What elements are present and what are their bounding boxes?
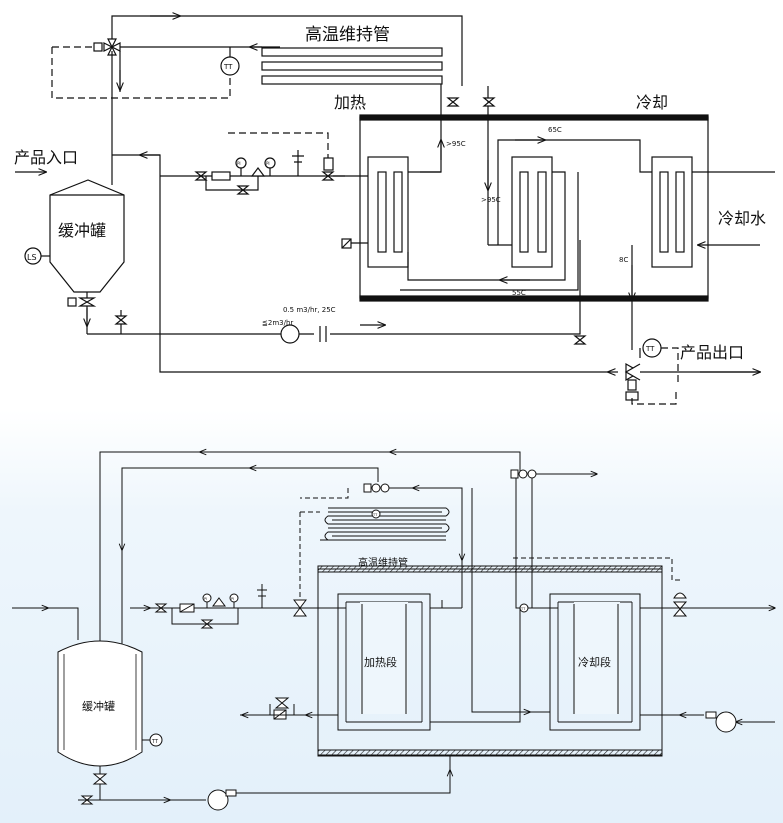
hold-to-heater-line [420, 84, 442, 173]
regen-line-2 [400, 172, 579, 291]
flow-nominal-label: 0.5 m3/hr, 25C [283, 306, 336, 314]
temp-label: >95C [481, 196, 501, 204]
valve-icon [114, 315, 128, 325]
tt-text: TT [223, 63, 233, 71]
divert-valve-hold [363, 483, 390, 493]
signal-line [228, 132, 329, 160]
buffer-tank-bottom [57, 640, 143, 767]
divert-valve-top [93, 38, 121, 56]
heating-section [337, 593, 431, 731]
pump-discharge-line [236, 755, 451, 794]
cooling-plate-pack [651, 156, 693, 268]
tt-text-bottom: TT [520, 607, 526, 611]
pi-text: PI [266, 161, 270, 166]
top-return-line [111, 15, 463, 86]
cooling-label: 冷却 [636, 93, 668, 112]
level-switch-text: LS [27, 253, 37, 262]
temp-label: 8C [619, 256, 628, 264]
return-loop-outer [99, 451, 521, 648]
pi-text-bottom: PI [204, 597, 207, 601]
tt-text-bottom: TT [151, 739, 159, 745]
shell-bottom-wall [359, 295, 709, 302]
cooling-section [549, 593, 641, 731]
tt-text-bottom: TT [372, 513, 378, 517]
product-return-line [112, 154, 608, 373]
hold-tube-bottom [324, 507, 450, 541]
temp-label: >95C [446, 140, 466, 148]
signal-line [631, 390, 677, 405]
hold-tube-label-bottom: 高温维持管 [358, 556, 408, 569]
tank-bottom-valve [67, 297, 97, 307]
heating-label: 加热 [334, 93, 366, 112]
signal-line [513, 557, 680, 581]
bypass-line [205, 176, 259, 191]
pump-icon [280, 324, 300, 344]
valve-icon [446, 97, 460, 107]
product-outlet-label: 产品出口 [680, 343, 744, 362]
mid-plate-pack [511, 156, 553, 268]
cooling-water-pump-icon [705, 711, 737, 733]
relief-valve-icon [257, 584, 267, 608]
valve-icon [482, 97, 496, 107]
signal-line [51, 47, 231, 99]
valve-icon [236, 185, 250, 195]
control-valve-actuator [323, 157, 334, 171]
buffer-tank-label: 缓冲罐 [58, 221, 106, 240]
divert-valve-outlet [510, 469, 537, 479]
buffer-tank [49, 179, 125, 293]
regen-return-line [407, 171, 566, 281]
pump-icon-bottom [207, 789, 237, 811]
bottom-diagram [12, 451, 775, 811]
bypass-line [171, 608, 239, 625]
hold-tube-label: 高温维持管 [305, 25, 390, 45]
divert-valve-bottom [624, 362, 642, 401]
hold-tube-top [261, 47, 443, 85]
cooling-section-label: 冷却段 [578, 655, 611, 669]
pi-text: PI [237, 161, 241, 166]
shell-top-wall [359, 114, 709, 121]
pi-text-bottom: PI [231, 597, 234, 601]
signal-line [661, 347, 679, 382]
temp-label: 55C [512, 289, 526, 297]
control-valve-icon [321, 171, 335, 181]
valve-icon [274, 697, 290, 709]
temp-transmitter-icon [220, 56, 240, 76]
temp-label: 65C [548, 126, 562, 134]
drain-valve-icon [80, 795, 94, 805]
control-valve-actuator [673, 592, 687, 599]
valve-icon [200, 619, 214, 629]
control-valve-icon [293, 599, 307, 617]
product-inlet-line [12, 607, 79, 640]
tt-text: TT [645, 345, 655, 353]
flow-max-label: ≦2m3/hr [262, 319, 293, 327]
valve-icon [154, 603, 168, 613]
cooling-water-label: 冷却水 [718, 209, 766, 228]
mid-to-cool-line [497, 139, 652, 245]
valve-icon [573, 335, 587, 345]
shell-top-hatch [317, 565, 663, 573]
temp-transmitter-icon [149, 733, 163, 747]
heating-plate-pack [367, 156, 409, 268]
shell-bottom-hatch [317, 749, 663, 757]
filter-icon [211, 171, 231, 181]
temp-transmitter-icon [371, 509, 381, 519]
buffer-tank-label-bottom: 缓冲罐 [82, 699, 115, 713]
valve-icon [194, 171, 208, 181]
tank-outlet-valve-icon [92, 773, 108, 785]
relief-valve-icon [292, 150, 304, 176]
control-valve-icon [672, 601, 688, 617]
pump-discharge-line [299, 240, 581, 342]
heating-section-label: 加热段 [364, 655, 397, 669]
product-inlet-label: 产品入口 [14, 148, 78, 167]
top-diagram [15, 15, 775, 405]
